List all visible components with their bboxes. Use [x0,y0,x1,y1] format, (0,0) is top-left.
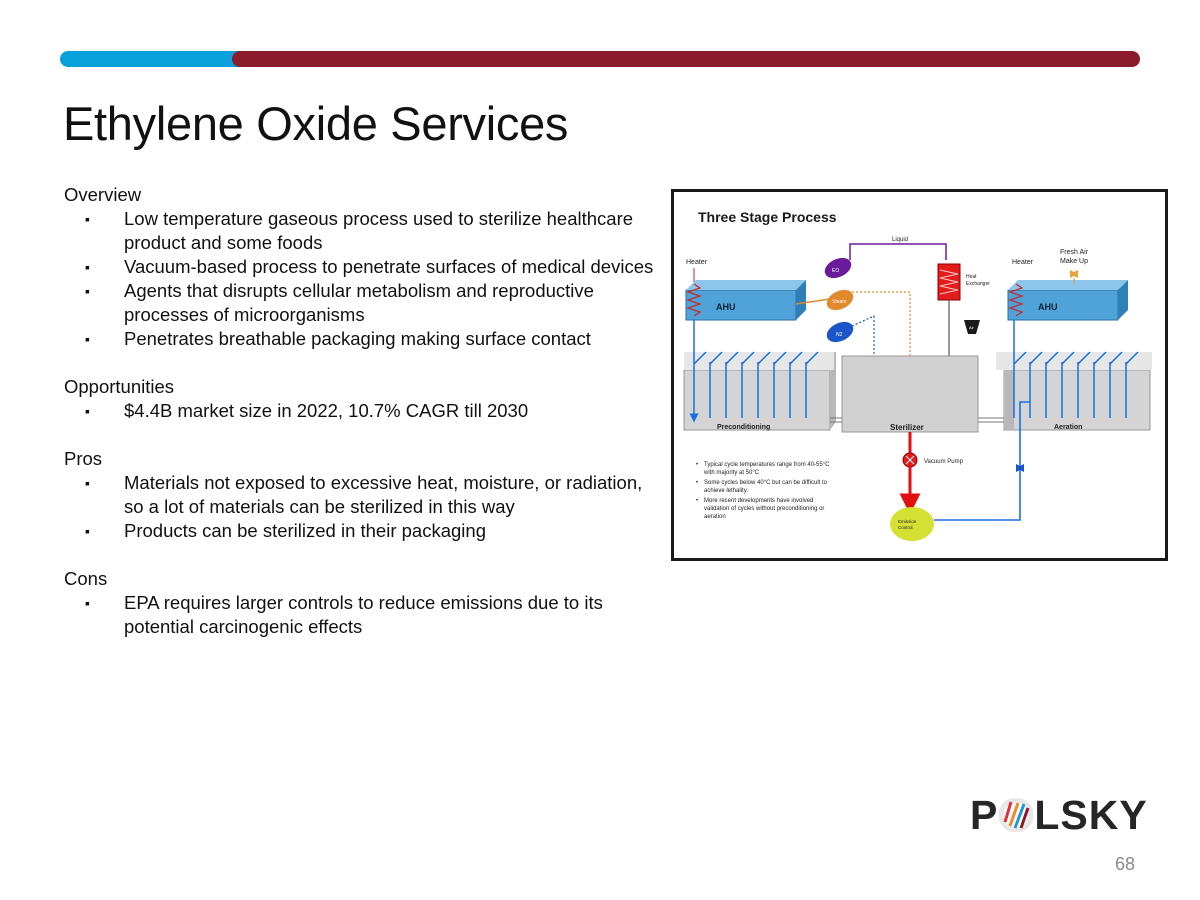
polsky-logo: P LSKY [970,791,1148,838]
cons-list: EPA requires larger controls to reduce e… [64,591,664,639]
list-item: Low temperature gaseous process used to … [64,207,664,255]
vacuum-pump-label: Vacuum Pump [924,459,964,465]
heater-left-label: Heater [686,259,708,266]
list-item: $4.4B market size in 2022, 10.7% CAGR ti… [64,399,664,423]
svg-text:with majority at 50°C: with majority at 50°C [703,470,760,476]
steam-cylinder-icon: Steam [826,289,854,311]
svg-text:EO: EO [832,268,839,274]
svg-text:Exchanger: Exchanger [966,281,990,287]
svg-text:Make Up: Make Up [1060,258,1088,265]
svg-text:Fresh Air: Fresh Air [1060,249,1089,256]
eo-cylinder-icon: EO [824,257,852,279]
emission-control-icon: Emission Control [890,507,934,541]
svg-text:•: • [696,480,698,486]
list-item: EPA requires larger controls to reduce e… [64,591,664,639]
overview-heading: Overview [64,184,142,205]
opportunities-heading: Opportunities [64,376,175,397]
pros-list: Materials not exposed to excessive heat,… [64,471,664,543]
vacuum-pump-icon [902,452,918,468]
logo-o-mark-icon [999,798,1034,832]
svg-text:Emission: Emission [898,519,917,524]
svg-text:achieve lethality.: achieve lethality. [704,488,748,494]
svg-text:Air: Air [969,325,975,330]
svg-text:Heat: Heat [966,274,977,280]
preconditioning-label: Preconditioning [717,424,770,431]
opportunities-list: $4.4B market size in 2022, 10.7% CAGR ti… [64,399,664,423]
preconditioning-chamber [683,352,836,431]
slide-title: Ethylene Oxide Services [63,97,569,150]
air-compressor-icon: Air [964,320,980,334]
svg-text:aeration: aeration [704,514,726,520]
sterilizer-chamber [841,355,979,433]
page-number: 68 [1115,854,1136,874]
svg-text:Some cycles below 40°C but can: Some cycles below 40°C but can be diffic… [704,480,828,486]
svg-text:Control: Control [898,525,913,530]
svg-text:N2: N2 [836,332,843,338]
three-stage-process-diagram: Three Stage Process AHU Heater [671,189,1168,561]
svg-text:More recent developments have: More recent developments have involved [704,498,813,504]
list-item: Materials not exposed to excessive heat,… [64,471,664,519]
cons-heading: Cons [64,568,108,589]
svg-text:Typical cycle temperatures ran: Typical cycle temperatures range from 40… [704,462,830,468]
accent-bar-red [232,51,1140,67]
svg-text:•: • [696,498,698,504]
accent-bar-blue [60,51,260,67]
sterilizer-label: Sterilizer [890,423,924,432]
preconditioning-airflow [689,320,819,423]
svg-text:AHU: AHU [1038,302,1058,312]
list-item: Vacuum-based process to penetrate surfac… [64,255,664,279]
diagram-notes: • Typical cycle temperatures range from … [696,462,830,520]
liquid-line [849,243,947,260]
svg-text:validation of cycles without p: validation of cycles without preconditio… [704,506,824,512]
list-item: Agents that disrupts cellular metabolism… [64,279,664,327]
list-item: Penetrates breathable packaging making s… [64,327,664,351]
svg-text:•: • [696,462,698,468]
ahu-left: AHU [685,280,806,321]
valve-icon [1070,270,1078,278]
heat-exchanger-icon [937,263,961,301]
svg-text:AHU: AHU [716,302,736,312]
svg-text:Liquid: Liquid [892,237,908,243]
diagram-title: Three Stage Process [698,209,837,225]
svg-text:Steam: Steam [832,299,846,305]
aeration-airflow [1013,320,1139,418]
ahu-right: AHU [1007,280,1128,321]
valve-icon [1016,464,1024,472]
n2-cylinder-icon: N2 [826,321,854,343]
list-item: Products can be sterilized in their pack… [64,519,664,543]
aeration-label: Aeration [1054,424,1082,431]
pros-heading: Pros [64,448,103,469]
overview-list: Low temperature gaseous process used to … [64,207,664,351]
slide-body: Overview Low temperature gaseous process… [64,183,664,639]
heater-right-label: Heater [1012,259,1034,266]
